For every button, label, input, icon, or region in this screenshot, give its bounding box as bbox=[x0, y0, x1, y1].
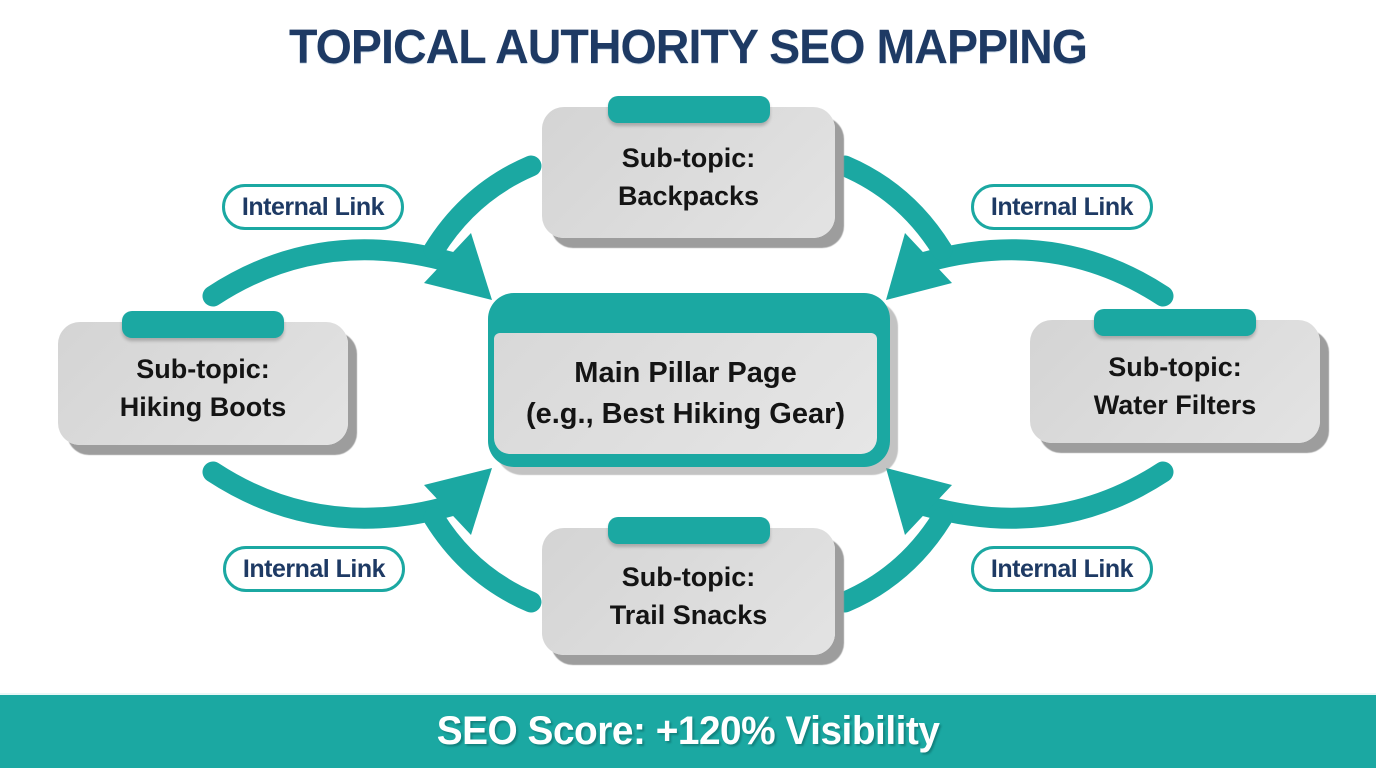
subtopic-prefix: Sub-topic: bbox=[136, 354, 270, 385]
main-pillar-label: Main Pillar Page (e.g., Best Hiking Gear… bbox=[526, 353, 845, 434]
subtopic-box-water-filters: Sub-topic: Water Filters bbox=[1030, 309, 1320, 443]
subtopic-label: Sub-topic: Water Filters bbox=[1094, 339, 1257, 424]
seo-score-text: SEO Score: +120% Visibility bbox=[436, 709, 940, 753]
internal-link-badge-bottom-left: Internal Link bbox=[223, 546, 405, 592]
arrow-trail-snacks-right-to-pillar bbox=[834, 461, 1174, 613]
box-accent-tab bbox=[122, 311, 284, 338]
subtopic-name: Trail Snacks bbox=[609, 599, 768, 630]
subtopic-name: Water Filters bbox=[1093, 389, 1257, 420]
subtopic-box-backpacks: Sub-topic: Backpacks bbox=[542, 96, 835, 238]
subtopic-label: Sub-topic: Hiking Boots bbox=[120, 341, 287, 426]
page-title: TOPICAL AUTHORITY SEO MAPPING bbox=[289, 21, 1088, 74]
arrow-water-filters-to-pillar bbox=[834, 155, 1174, 307]
pillar-example: (e.g., Best Hiking Gear) bbox=[525, 397, 846, 430]
internal-link-badge-top-right: Internal Link bbox=[971, 184, 1153, 230]
subtopic-name: Backpacks bbox=[617, 180, 760, 211]
seo-score-banner: SEO Score: +120% Visibility bbox=[0, 693, 1376, 768]
box-accent-tab bbox=[607, 517, 770, 544]
pillar-title: Main Pillar Page bbox=[574, 356, 797, 389]
subtopic-box-hiking-boots: Sub-topic: Hiking Boots bbox=[58, 311, 348, 445]
internal-link-badge-top-left: Internal Link bbox=[222, 184, 404, 230]
internal-link-badge-bottom-right: Internal Link bbox=[971, 546, 1153, 592]
main-pillar-body: Main Pillar Page (e.g., Best Hiking Gear… bbox=[494, 333, 877, 454]
subtopic-name: Hiking Boots bbox=[119, 391, 287, 422]
subtopic-label: Sub-topic: Trail Snacks bbox=[610, 549, 768, 634]
box-accent-tab bbox=[607, 96, 770, 123]
subtopic-prefix: Sub-topic: bbox=[1108, 352, 1242, 383]
subtopic-box-trail-snacks: Sub-topic: Trail Snacks bbox=[542, 517, 835, 655]
subtopic-label: Sub-topic: Backpacks bbox=[618, 130, 759, 215]
box-accent-tab bbox=[1094, 309, 1256, 336]
subtopic-prefix: Sub-topic: bbox=[621, 143, 756, 174]
arrow-hiking-boots-to-pillar bbox=[202, 155, 542, 307]
main-pillar-box: Main Pillar Page (e.g., Best Hiking Gear… bbox=[488, 293, 890, 467]
arrow-trail-snacks-left-to-pillar bbox=[202, 461, 542, 613]
subtopic-prefix: Sub-topic: bbox=[621, 562, 756, 593]
